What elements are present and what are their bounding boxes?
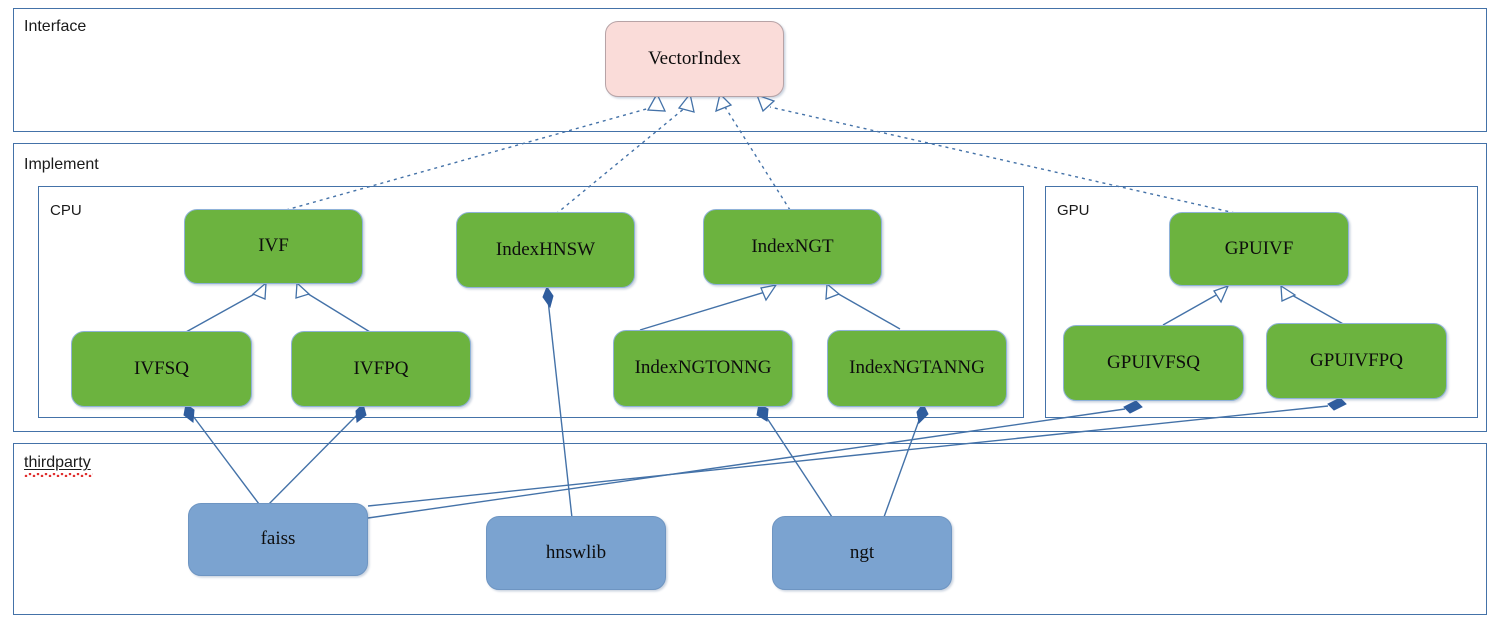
node-ivf[interactable]: IVF [184,209,363,284]
node-ivfpq[interactable]: IVFPQ [291,331,471,407]
node-ngt[interactable]: ngt [772,516,952,590]
node-indexhnsw[interactable]: IndexHNSW [456,212,635,288]
node-gpuivf[interactable]: GPUIVF [1169,212,1349,286]
node-faiss[interactable]: faiss [188,503,368,576]
node-indexngt[interactable]: IndexNGT [703,209,882,285]
group-implement-label: Implement [24,156,99,173]
group-interface-label: Interface [24,18,87,35]
group-gpu-label: GPU [1057,202,1090,219]
node-hnswlib[interactable]: hnswlib [486,516,666,590]
node-ivfsq[interactable]: IVFSQ [71,331,252,407]
group-cpu-label: CPU [50,202,82,219]
node-indexngtanng[interactable]: IndexNGTANNG [827,330,1007,407]
group-thirdparty-label-text: thirdparty [24,454,91,471]
node-indexngtonng[interactable]: IndexNGTONNG [613,330,793,407]
node-vectorindex[interactable]: VectorIndex [605,21,784,97]
group-thirdparty-label: thirdparty [24,455,91,471]
node-gpuivfsq[interactable]: GPUIVFSQ [1063,325,1244,401]
node-gpuivfpq[interactable]: GPUIVFPQ [1266,323,1447,399]
